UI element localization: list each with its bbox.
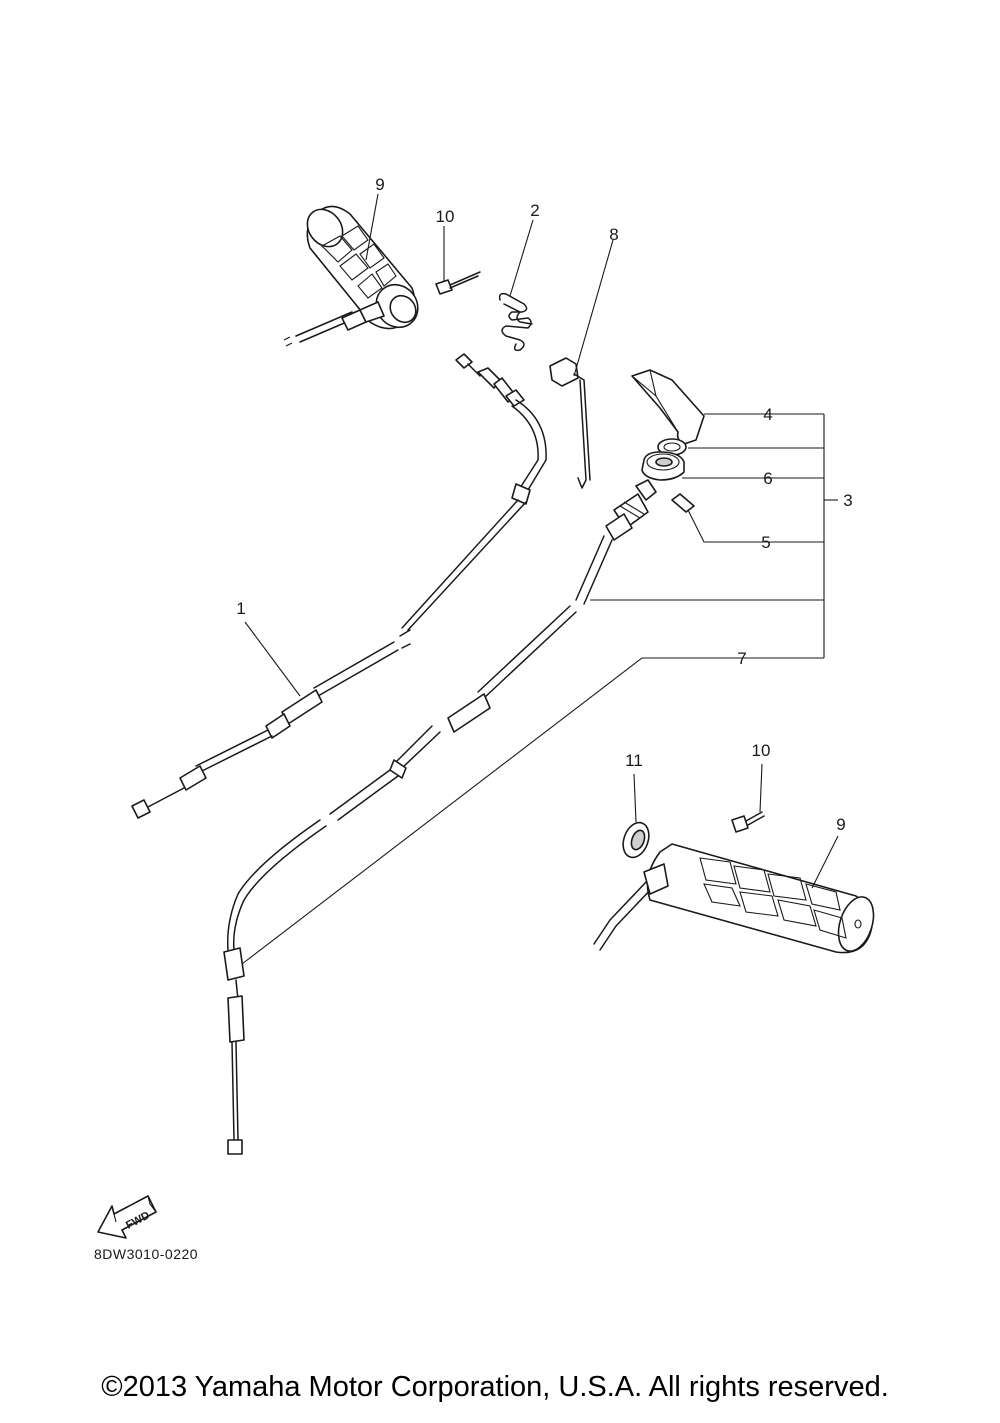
throttle-lever [631, 369, 705, 445]
pin [671, 493, 695, 513]
callout-4: 4 [763, 405, 772, 424]
callout-11: 11 [625, 751, 643, 770]
screw-bottom [731, 811, 765, 833]
callout-9-top: 9 [375, 175, 384, 194]
cable-band [549, 357, 591, 489]
cable-clip [498, 292, 533, 352]
leader-lines [241, 193, 839, 965]
callout-2: 2 [530, 201, 539, 220]
callout-10-top: 10 [436, 207, 455, 226]
handlebar-grip-right [593, 843, 875, 954]
callout-8: 8 [609, 225, 618, 244]
callout-1: 1 [236, 599, 245, 618]
fwd-arrow-icon: FWD [97, 1195, 157, 1239]
handlebar-grip-left [283, 205, 419, 347]
callout-7: 7 [737, 649, 746, 668]
washer-11 [622, 821, 650, 859]
copyright-notice: ©2013 Yamaha Motor Corporation, U.S.A. A… [101, 1371, 889, 1403]
callout-9-bottom: 9 [836, 815, 845, 834]
diagram-code: 8DW3010-0220 [94, 1246, 198, 1262]
screw-top [435, 271, 481, 295]
callout-10-bottom: 10 [752, 741, 771, 760]
throttle-cable-1 [131, 353, 547, 819]
callout-6: 6 [763, 469, 772, 488]
collar [641, 451, 685, 481]
callout-3: 3 [843, 491, 852, 510]
throttle-cable-7 [223, 479, 657, 1155]
callout-5: 5 [761, 533, 770, 552]
